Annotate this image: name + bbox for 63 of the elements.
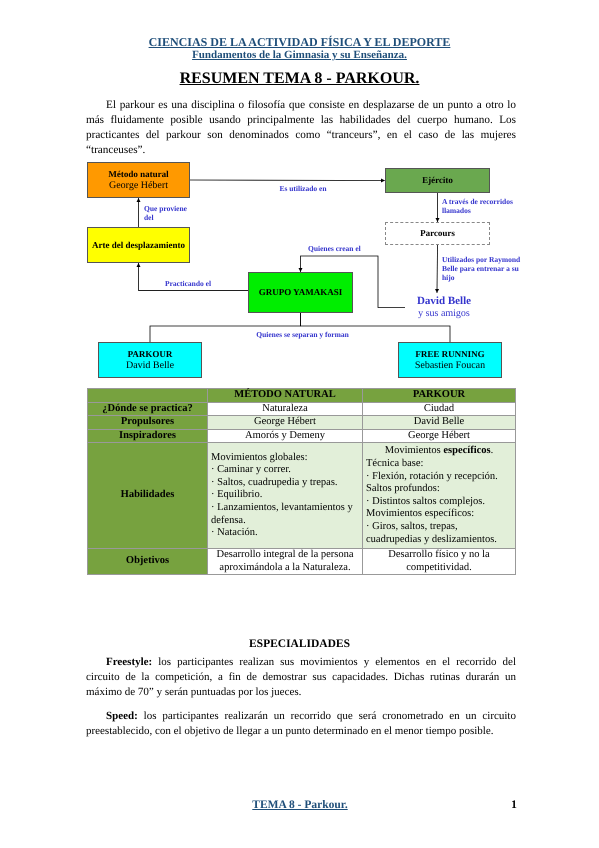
cell-text: Movimientos globales: [211,452,309,464]
table-cell: ¿Dónde se practica? [88,402,208,416]
connector-line [300,312,450,342]
cell-text: · Flexión, rotación y recepción. [366,470,499,484]
cell-text: · Giros, saltos, trepas, cuadrupedias y deslizamientos. [366,520,498,546]
table-cell: George Hébert [208,416,362,430]
subject-heading: Fundamentos de la Gimnasia y su Enseñanza. [191,49,408,61]
node-title: FREE RUNNING [415,349,485,360]
table-cell: Objetivos [88,548,208,575]
table-cell: George Hébert [362,429,516,443]
arrow [435,244,440,294]
table-cell: Desarrollo físico y no la competitividad. [362,548,516,575]
node-title: Parcours [420,228,455,239]
footer-title: TEMA 8 - Parkour. [251,799,349,811]
process-box [385,222,490,245]
cell-text: · Natación. [211,527,259,540]
body-paragraph: Speed: los participantes realizarán un recorrido que será cronometrado en un circuito preestablecido, con el objetivo de llegar a un punto determinado en el menor tiempo posible. [86,709,516,739]
section-heading: ESPECIALIDADES [248,638,351,650]
page-title: RESUMEN TEMA 8 - PARKOUR. [178,70,420,88]
arrow [298,256,406,308]
node-subtitle: Sebastien Foucan [414,360,486,371]
cell-text: Técnica base: [366,458,424,471]
arrow [436,192,440,222]
process-box [248,272,353,313]
table-cell: Habilidades [88,442,208,549]
node-title: David Belle [416,295,472,308]
cell-text: Saltos profundos: [366,483,441,496]
intro-paragraph: El parkour es una disciplina o filosofía que consiste en desplazarse de un punto a otro lo más fluidamente posible usando principalmente las habilidades del cuerpo humano. Los practicantes del parkour son denominados como “tranceurs”, en el caso de las mujeres “tranceuses”. [86,98,516,158]
process-box [398,342,502,378]
arrow [190,178,386,182]
body-paragraph: Freestyle: los participantes realizan sus movimientos y elementos en el recorrido del circuito de la competición, a fin de demostrar sus capacidades. Dichas rutinas durarán un máximo de 70” y serán puntuadas por los jueces. [86,655,516,700]
node-title: PARKOUR [128,349,172,360]
cell-text: · Equilibrio. [211,489,264,502]
table-cell: Naturaleza [208,402,362,416]
process-box [385,168,490,193]
node-title: Arte del desplazamiento [92,240,185,250]
table-cell: MÉTODO NATURAL [208,388,362,402]
node-title: Método natural [108,169,169,180]
process-box [98,342,202,378]
cell-text: · Lanzamientos, levantamientos y defensa. [211,502,354,528]
table-cell: Ciudad [362,402,516,416]
node-subtitle: y sus amigos [418,308,470,320]
course-heading: CIENCIAS DE LA ACTIVIDAD FÍSICA Y EL DEPORTE [148,35,452,50]
table-cell: Desarrollo integral de la persona aproximándola a la Naturaleza. [208,548,362,575]
node-title: Ejército [422,175,453,186]
cell-text: · Saltos, cuadrupedia y trepas. [211,476,339,490]
arrow [136,262,248,291]
process-box [87,162,190,198]
node-subtitle: David Belle [126,360,174,371]
table-cell: PARKOUR [362,388,516,402]
page-number: 1 [510,799,518,811]
node-title: GRUPO YAMAKASI [258,287,342,298]
table-cell: David Belle [362,416,516,430]
process-box [87,227,190,263]
table-cell: Propulsores [88,416,208,430]
table-cell: Inspiradores [88,429,208,443]
cell-text: · Distintos saltos complejos. [366,496,486,508]
cell-text: Movimientos específicos. [384,445,494,458]
cell-text: Movimientos específicos: [366,508,476,521]
table-cell: Amorós y Demeny [208,429,362,443]
arrow [136,198,140,228]
node-subtitle: George Hébert [109,180,168,191]
cell-text: · Caminar y correr. [211,464,292,477]
